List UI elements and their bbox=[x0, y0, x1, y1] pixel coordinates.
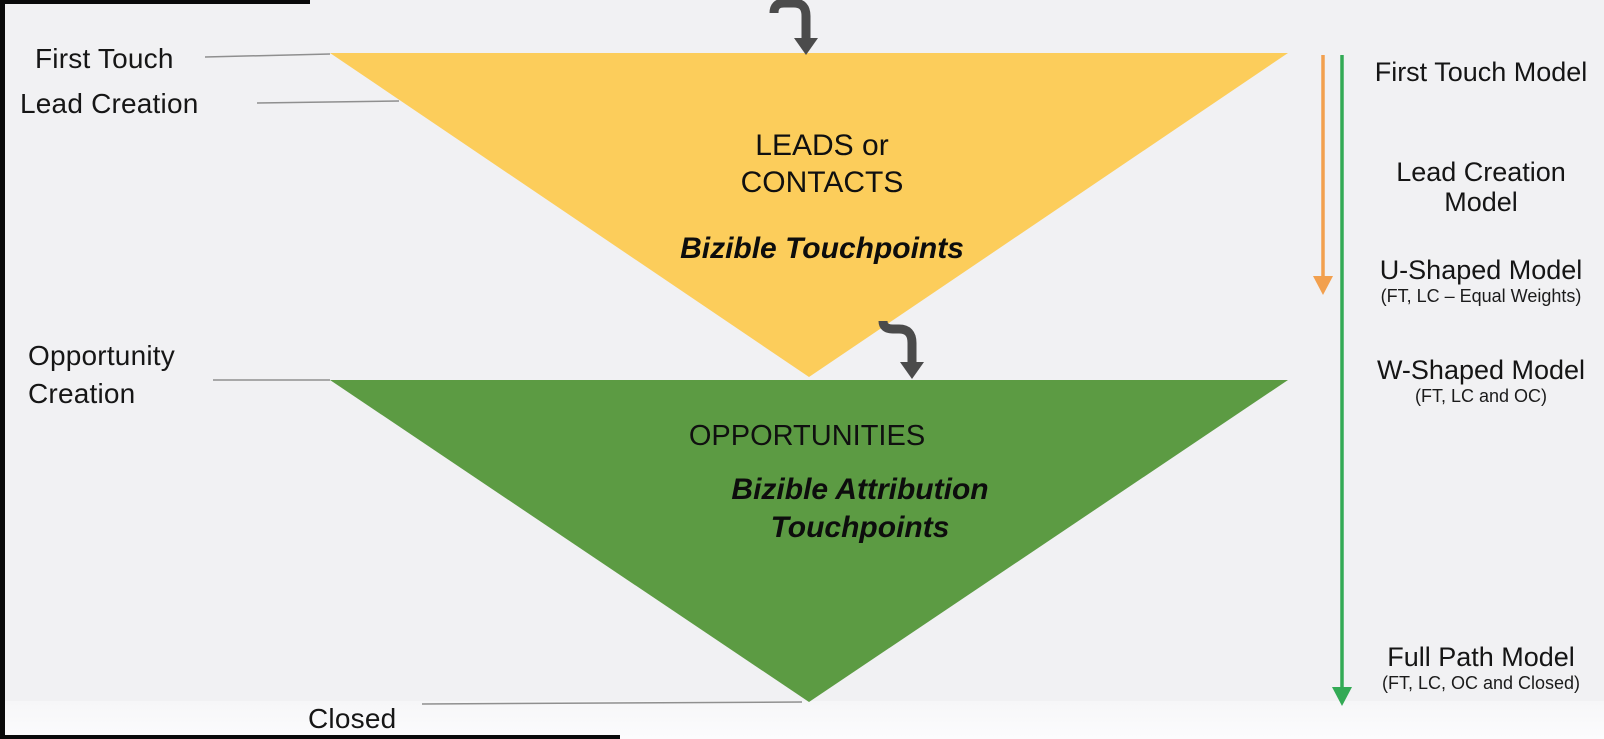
bottom-light-band bbox=[0, 701, 1604, 739]
model-label: Full Path Model bbox=[1387, 642, 1575, 672]
model-sublabel: (FT, LC – Equal Weights) bbox=[1380, 286, 1582, 306]
model-sublabel: (FT, LC, OC and Closed) bbox=[1381, 673, 1581, 693]
first-touch-leader-line bbox=[204, 53, 331, 58]
green-timeline-arrowhead-icon bbox=[1332, 687, 1352, 706]
model-item-w-shaped: W-Shaped Model (FT, LC and OC) bbox=[1358, 355, 1604, 407]
opportunities-triangle-subtitle: Bizible Attribution Touchpoints bbox=[660, 471, 1060, 547]
model-labels-column: First Touch Model Lead Creation Model U-… bbox=[1358, 0, 1604, 739]
opportunities-triangle bbox=[330, 380, 1288, 702]
stage-label-opportunity-creation-line1: Opportunity bbox=[28, 340, 175, 371]
elbow-arrow-into-opportunities bbox=[878, 320, 917, 363]
stage-label-opportunity-creation: Opportunity Creation bbox=[28, 337, 175, 413]
top-frame-edge bbox=[0, 0, 310, 4]
lead-creation-leader-line bbox=[256, 100, 400, 104]
model-item-u-shaped: U-Shaped Model (FT, LC – Equal Weights) bbox=[1358, 255, 1604, 307]
elbow-arrow-into-leads bbox=[769, 0, 811, 40]
model-item-lead-creation: Lead Creation Model bbox=[1358, 157, 1604, 217]
model-label: U-Shaped Model bbox=[1379, 255, 1583, 285]
opportunities-subtitle-line2: Touchpoints bbox=[770, 511, 950, 544]
leads-triangle bbox=[330, 53, 1288, 377]
closed-leader-line bbox=[421, 701, 803, 705]
model-label: Lead Creation Model bbox=[1396, 157, 1566, 217]
elbow-arrow-into-opportunities-head-icon bbox=[900, 362, 924, 379]
stage-label-closed: Closed bbox=[308, 703, 397, 734]
model-item-full-path: Full Path Model (FT, LC, OC and Closed) bbox=[1358, 642, 1604, 694]
model-label: W-Shaped Model bbox=[1376, 355, 1586, 385]
model-item-first-touch: First Touch Model bbox=[1358, 57, 1604, 87]
opportunities-triangle-title: OPPORTUNITIES bbox=[688, 420, 926, 452]
opportunities-subtitle-line1: Bizible Attribution bbox=[731, 473, 989, 506]
elbow-arrow-into-leads-head-icon bbox=[794, 38, 818, 55]
stage-label-opportunity-creation-line2: Creation bbox=[28, 378, 136, 409]
leads-triangle-title: LEADS or CONTACTS bbox=[622, 127, 1022, 201]
model-label: First Touch Model bbox=[1374, 57, 1588, 87]
leads-triangle-subtitle: Bizible Touchpoints bbox=[680, 232, 964, 265]
bottom-frame-edge bbox=[0, 735, 620, 739]
left-frame-edge bbox=[0, 0, 5, 739]
stage-label-first-touch: First Touch bbox=[35, 43, 174, 74]
leads-title-line1: LEADS or bbox=[755, 129, 889, 162]
orange-timeline-arrowhead-icon bbox=[1313, 276, 1333, 295]
stage-label-lead-creation: Lead Creation bbox=[20, 88, 199, 119]
model-sublabel: (FT, LC and OC) bbox=[1414, 386, 1548, 406]
leads-title-line2: CONTACTS bbox=[740, 166, 904, 199]
